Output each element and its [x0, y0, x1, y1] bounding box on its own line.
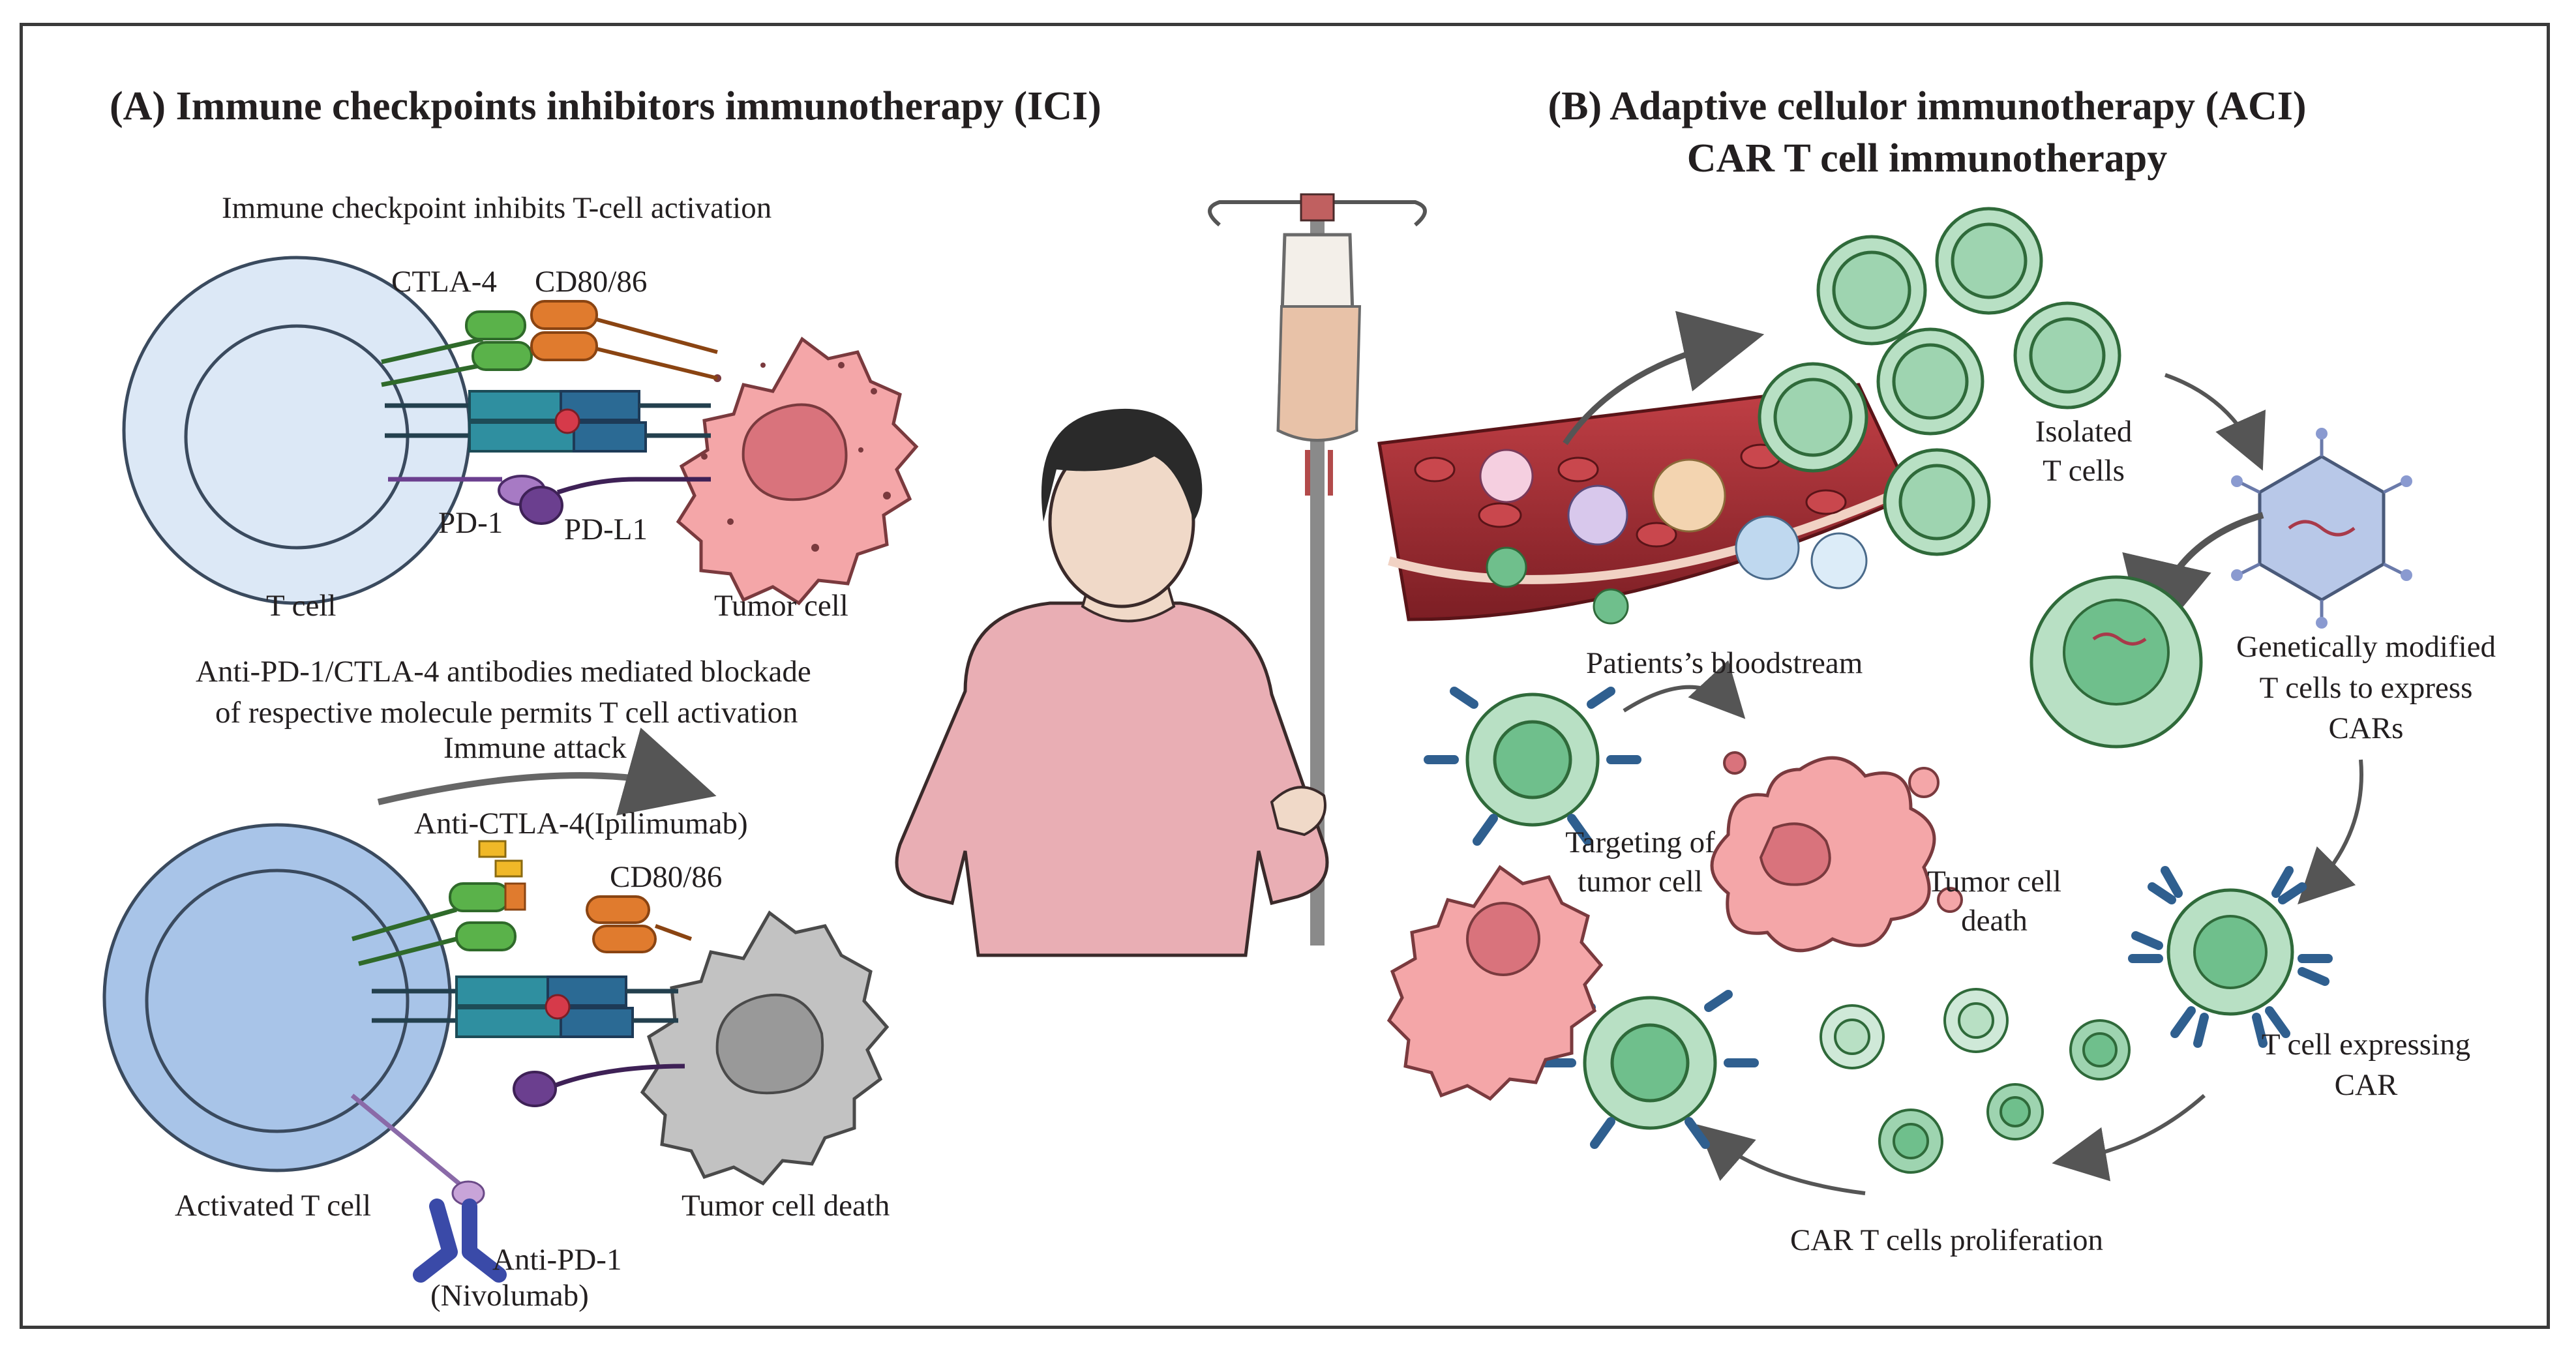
panel-b-title-line1: (B) Adaptive cellulor immunotherapy (ACI… [1548, 84, 2307, 128]
to-proliferation-arrow [2052, 1094, 2206, 1182]
label-tumor-death-line1: Tumor cell [1927, 865, 2061, 899]
proliferating-car-t-cells [1820, 988, 2131, 1174]
label-expressing-line1: T cell expressing [2261, 1028, 2471, 1062]
label-targeting-line2: tumor cell [1578, 865, 1703, 899]
label-anti-ctla4: Anti-CTLA-4(Ipilimumab) [414, 807, 748, 841]
checkpoint-molecules-bottom [350, 840, 693, 1283]
label-cd80-86-bottom: CD80/86 [610, 860, 723, 894]
dead-tumor-cell [640, 910, 890, 1186]
label-pd1: PD-1 [438, 506, 503, 540]
to-vector-arrow [2164, 373, 2266, 471]
figure-frame [20, 23, 2550, 1329]
label-modified-line2: T cells to express [2259, 671, 2473, 705]
label-modified-line3: CARs [2328, 711, 2404, 745]
panel-b-title-line2: CAR T cell immunotherapy [1686, 136, 2168, 181]
label-anti-pd1-line1: Anti-PD-1 [492, 1243, 622, 1277]
label-ctla4: CTLA-4 [391, 265, 497, 299]
label-blockade-line1: Anti-PD-1/CTLA-4 antibodies mediated blo… [196, 655, 811, 689]
label-immune-attack: Immune attack [443, 731, 627, 765]
label-tumor-death-line2: death [1961, 904, 2028, 938]
dying-tumor-cell [1710, 751, 1963, 953]
patient-figure [895, 408, 1329, 957]
label-proliferation: CAR T cells proliferation [1790, 1223, 2103, 1257]
label-blockade-line2: of respective molecule permits T cell ac… [215, 696, 798, 730]
label-expressing-line2: CAR [2334, 1068, 2398, 1102]
tumor-cell-top [676, 336, 919, 606]
checkpoint-molecules-top [381, 300, 718, 525]
return-arrow [1696, 1124, 1866, 1195]
car-t-cell-expressing [2128, 866, 2333, 1048]
label-anti-pd1-line2: (Nivolumab) [430, 1279, 589, 1313]
label-modified-line1: Genetically modified [2236, 630, 2496, 664]
label-tumor-cell-death: Tumor cell death [681, 1189, 890, 1223]
label-pdl1: PD-L1 [564, 513, 648, 546]
panel-a-top-subtitle: Immune checkpoint inhibits T-cell activa… [222, 191, 772, 225]
label-isolated-line1: Isolated [2035, 415, 2133, 449]
label-cd80-86-top: CD80/86 [535, 265, 648, 299]
virus-vector-icon [2231, 428, 2412, 629]
to-car-arrow [2298, 759, 2363, 904]
label-bloodstream: Patients’s bloodstream [1586, 646, 1863, 680]
panel-a-title: (A) Immune checkpoints inhibitors immuno… [110, 84, 1101, 128]
label-t-cell: T cell [266, 589, 337, 623]
label-isolated-line2: T cells [2043, 454, 2125, 488]
t-cell-top [122, 256, 472, 605]
label-tumor-cell: Tumor cell [714, 589, 848, 623]
isolated-t-cells [1758, 207, 2121, 556]
label-activated-t-cell: Activated T cell [175, 1189, 372, 1223]
immune-attack-arrow [377, 727, 717, 816]
label-targeting-line1: Targeting of [1565, 826, 1715, 859]
targeted-tumor-cell [1386, 865, 1604, 1101]
activated-t-cell [102, 823, 452, 1172]
car-t-cells-attacking [1424, 687, 1759, 1149]
dna-icon [2092, 633, 2147, 646]
modified-t-cell [2029, 575, 2203, 749]
extraction-arrow [1563, 310, 1765, 445]
to-bloodstream-arrow [1623, 660, 1746, 719]
